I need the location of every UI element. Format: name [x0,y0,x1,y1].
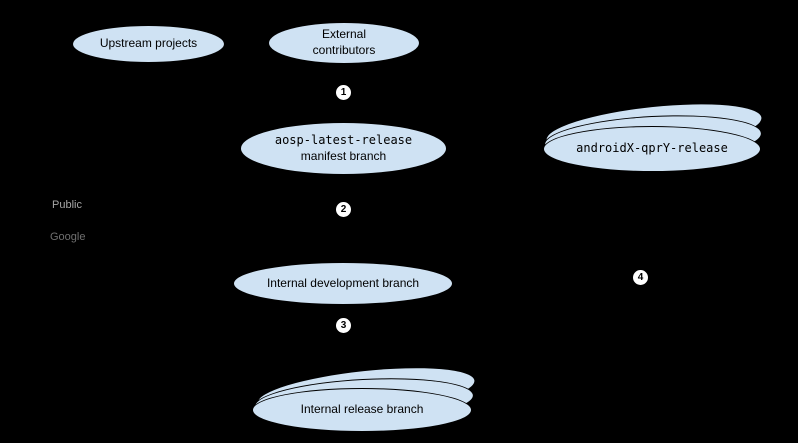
node-androidx-qpr-release: androidX-qprY-release [543,126,761,172]
node-upstream-projects: Upstream projects [72,25,225,63]
node-androidx-qpr-release-label: androidX-qprY-release [576,141,728,156]
region-label-google: Google [50,231,85,243]
step-badge-1-number: 1 [340,87,347,98]
region-label-google-text: Google [50,231,86,243]
node-internal-development-branch: Internal development branch [233,262,453,305]
region-label-public: Public [52,199,82,211]
node-external-contributors-line1: External [321,27,367,42]
node-internal-development-branch-label: Internal development branch [266,275,420,290]
step-badge-4-number: 4 [637,272,644,283]
step-badge-4: 4 [633,270,648,285]
step-badge-2-number: 2 [340,204,347,215]
node-external-contributors: External contributors [268,22,420,64]
node-external-contributors-line2: contributors [312,43,376,57]
node-upstream-projects-label: Upstream projects [99,36,198,51]
region-label-public-text: Public [52,199,82,211]
step-badge-2: 2 [336,202,351,217]
step-badge-1: 1 [336,85,351,100]
node-aosp-manifest-branch-name: aosp-latest-release [274,132,413,147]
node-aosp-manifest-branch-label: manifest branch [300,148,387,163]
step-badge-3-number: 3 [340,320,347,331]
node-internal-release-branch: Internal release branch [252,388,472,432]
node-internal-release-branch-label: Internal release branch [300,402,424,417]
node-aosp-manifest-branch: aosp-latest-release manifest branch [240,122,447,175]
step-badge-3: 3 [336,318,351,333]
